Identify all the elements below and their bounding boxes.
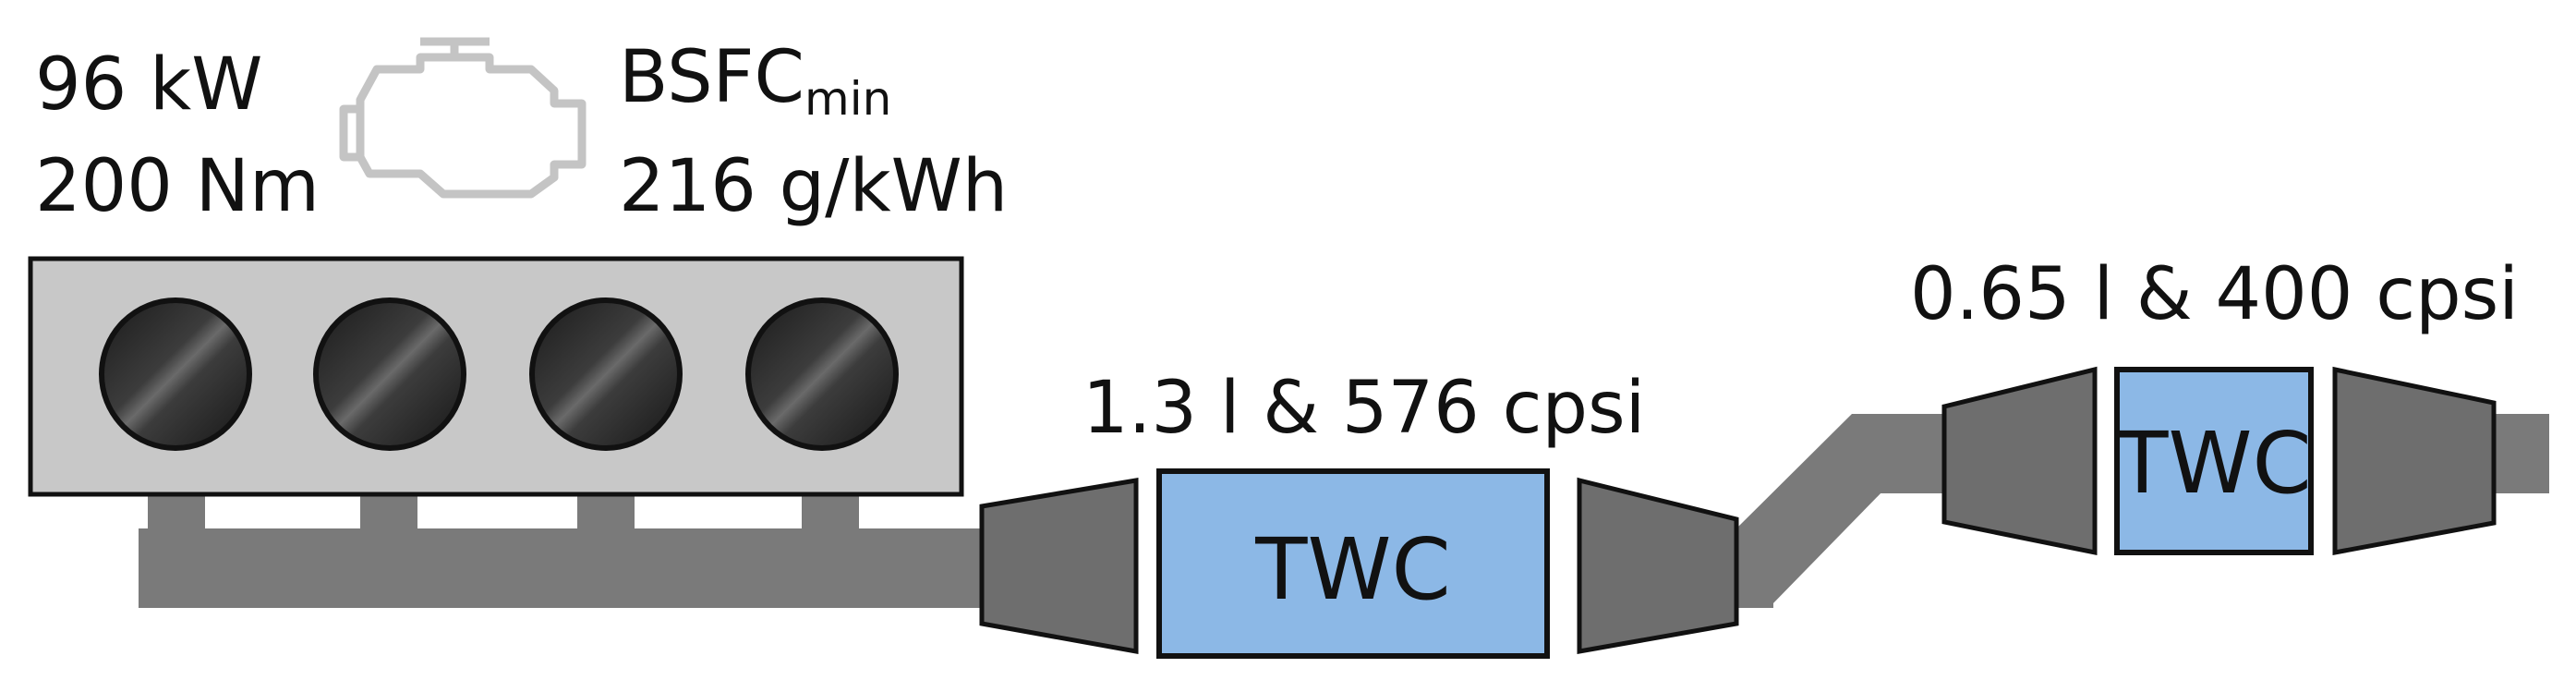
catalyst-1-spec: 1.3 l & 576 cpsi [1082,367,1645,450]
cylinder-1 [99,297,252,451]
bsfc-label: BSFCmin [619,36,891,126]
catalyst-2-label: TWC [2115,414,2311,513]
catalyst-1-label: TWC [1254,520,1450,619]
engine-block [28,256,964,497]
cylinder-3 [529,297,683,451]
cylinder-4 [745,297,899,451]
bsfc-label-main: BSFC [619,36,804,119]
engine-torque: 200 Nm [35,145,320,228]
pipe-segment-manifold [139,528,988,608]
bsfc-value: 216 g/kWh [619,145,1008,228]
catalyst-2-outlet-cone [2332,366,2497,556]
cylinder-2 [313,297,466,451]
exhaust-pipe [139,414,2549,608]
engine-specs: 96 kW 200 Nm BSFCmin 216 g/kWh [35,36,1008,228]
catalyst-2-spec: 0.65 l & 400 cpsi [1910,253,2519,336]
pipe-segment-between [1852,414,1953,493]
catalyst-1-twc [1156,468,1550,659]
engine-icon [339,37,587,199]
catalyst-2-inlet-cone [1941,366,2098,556]
catalyst-2-twc [2114,367,2314,555]
catalyst-1: TWC 1.3 l & 576 cpsi [979,367,1739,659]
catalyst-2: TWC 0.65 l & 400 cpsi [1910,253,2519,556]
catalyst-1-inlet-cone [979,478,1139,654]
pipe-segment-tail [2494,414,2549,493]
catalyst-1-outlet-cone [1577,477,1739,654]
bsfc-subscript: min [804,72,891,126]
engine-power: 96 kW [35,43,262,127]
